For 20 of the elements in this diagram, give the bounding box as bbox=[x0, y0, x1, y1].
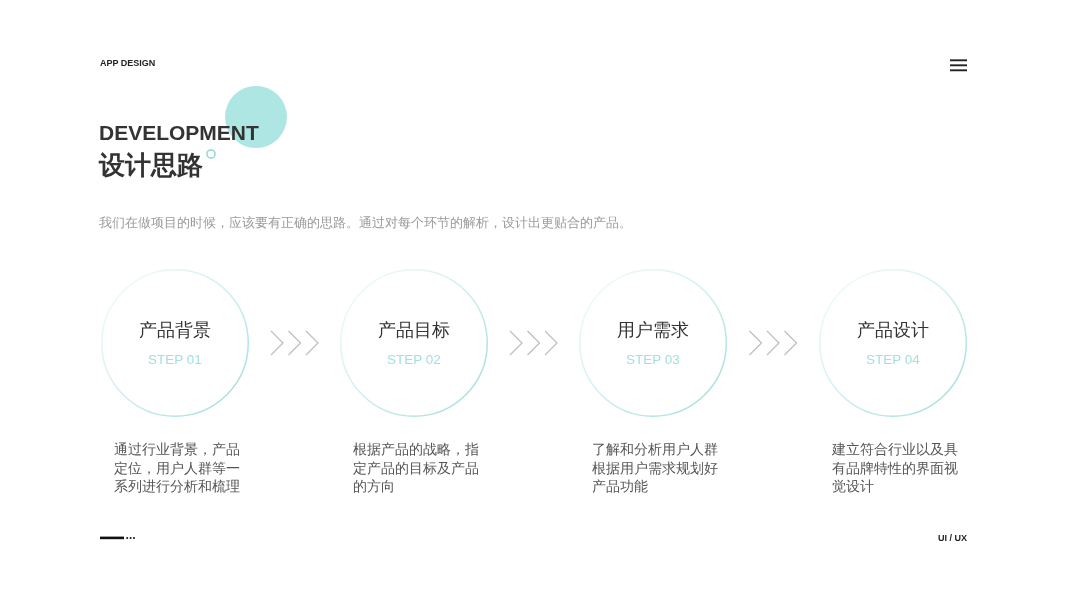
header-text: APP DESIGN bbox=[100, 56, 156, 69]
heading-text: DEVELOPMENT bbox=[99, 120, 259, 146]
step-title: 用户需求 bbox=[616, 319, 690, 341]
step-description: 通过行业背景，产品定位，用户人群等一系列进行分析和梳理 bbox=[114, 441, 240, 496]
step-title: 产品背景 bbox=[138, 319, 212, 341]
step-number: STEP 04 bbox=[865, 352, 921, 368]
intro-text: 我们在做项目的时候，应该要有正确的思路。通过对每个环节的解析，设计出更贴合的产品。 bbox=[99, 214, 632, 232]
chevron-arrow bbox=[748, 330, 798, 356]
step-title: 产品设计 bbox=[856, 319, 930, 341]
chevron-arrow bbox=[509, 330, 558, 356]
footer-text: UI / UX bbox=[938, 532, 967, 544]
chevron-arrow bbox=[270, 330, 319, 356]
title: 设计思路 bbox=[99, 149, 203, 181]
step-description: 了解和分析用户人群根据用户需求规划好产品功能 bbox=[592, 441, 718, 496]
step-number: STEP 03 bbox=[625, 352, 681, 368]
step-description: 建立符合行业以及具有品牌特性的界面视觉设计 bbox=[832, 441, 958, 496]
step-title: 产品目标 bbox=[377, 319, 451, 341]
step-number: STEP 02 bbox=[386, 352, 442, 368]
step-description: 根据产品的战略，指定产品的目标及产品的方向 bbox=[353, 441, 479, 496]
step-number: STEP 01 bbox=[147, 352, 203, 368]
